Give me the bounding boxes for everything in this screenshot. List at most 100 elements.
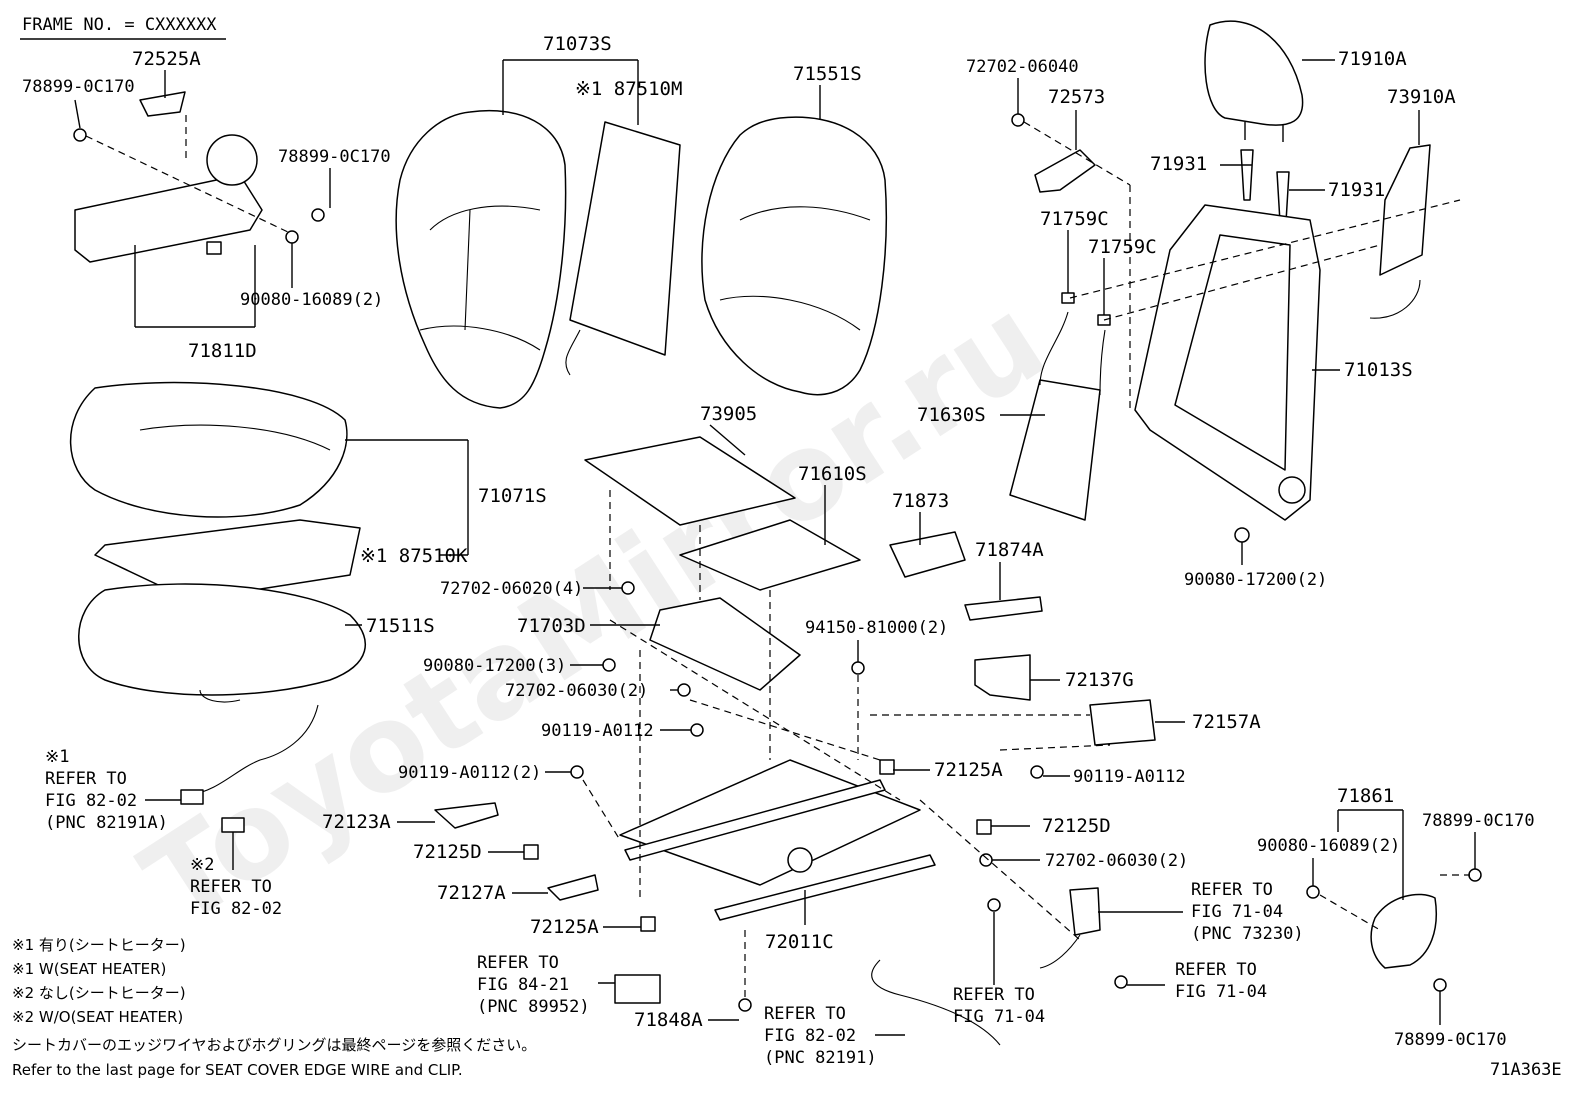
headrest-guide-right-shape [1276, 171, 1290, 223]
part-label-71759C-b: 71759C [1088, 236, 1157, 258]
part-label-72157A: 72157A [1192, 711, 1261, 733]
part-label-90119-A0112-c: 90119-A0112 [1073, 767, 1186, 787]
part-label-72702-06030-b: 72702-06030(2) [1045, 851, 1188, 871]
side-airbag-wire [1369, 279, 1421, 319]
refer-to-1: ※1 REFER TO FIG 82-02 (PNC 82191A) [45, 747, 168, 833]
part-label-94150-81000: 94150-81000(2) [805, 618, 948, 638]
seat-back-wire-bracket-shape [1034, 149, 1096, 193]
cushion-shield-inner-shape [889, 531, 966, 578]
part-label-71874A: 71874A [975, 539, 1044, 561]
part-label-78899-0C170-b: 78899-0C170 [278, 147, 391, 167]
part-label-71931-a: 71931 [1150, 153, 1207, 175]
seatbelt-buckle-shape [1069, 887, 1101, 936]
seat-back-frame-shape [1134, 204, 1321, 521]
cushion-frame-bracket-shape [649, 597, 801, 691]
refer-to-3: REFER TO FIG 84-21 (PNC 89952) [477, 953, 590, 1017]
part-label-78899-0C170-a: 78899-0C170 [22, 77, 135, 97]
svg-text:REFER TO: REFER TO [45, 769, 127, 789]
cushion-shield-cover-shape [964, 596, 1043, 621]
part-label-72127A: 72127A [437, 882, 506, 904]
seat-cushion-pad-shape [78, 583, 366, 703]
note-edge-wire-jp: シートカバーのエッジワイヤおよびホグリングは最終ページを参照ください。 [12, 1036, 536, 1054]
part-label-72702-06020: 72702-06020(4) [440, 579, 583, 599]
leader-lines [74, 59, 1476, 1036]
refer-to-5: REFER TO FIG 71-04 [953, 985, 1045, 1027]
part-label-71811D: 71811D [188, 340, 257, 362]
svg-text:REFER TO: REFER TO [190, 877, 272, 897]
part-label-90119-A0112-a: 90119-A0112 [541, 721, 654, 741]
seat-back-cover-shape [395, 109, 567, 409]
svg-text:REFER TO: REFER TO [764, 1004, 846, 1024]
svg-text:FIG 82-02: FIG 82-02 [764, 1026, 856, 1046]
headrest-shape [1204, 20, 1304, 142]
part-label-90080-16089-a: 90080-16089(2) [240, 290, 383, 310]
part-label-72125A-b: 72125A [530, 916, 599, 938]
part-label-72573: 72573 [1048, 86, 1105, 108]
part-label-71073S: 71073S [543, 33, 612, 55]
svg-text:FIG 71-04: FIG 71-04 [953, 1007, 1045, 1027]
part-label-78899-0C170-c: 78899-0C170 [1422, 811, 1535, 831]
part-label-72525A: 72525A [132, 48, 201, 70]
cushion-heater-shape [94, 519, 361, 601]
svg-text:FIG 71-04: FIG 71-04 [1175, 982, 1267, 1002]
back-heater-wire [565, 329, 581, 376]
refer-to-7: REFER TO FIG 71-04 [1175, 960, 1267, 1002]
hinge-cover-shape [74, 91, 263, 263]
adjuster-cover-1-shape [434, 802, 499, 829]
part-label-73910A: 73910A [1387, 86, 1456, 108]
part-label-71873: 71873 [892, 490, 949, 512]
recliner-cover-shape [1089, 699, 1156, 746]
svg-text:※2: ※2 [190, 855, 214, 875]
side-airbag-shape [1379, 144, 1431, 276]
side-cover-shape [1370, 893, 1437, 969]
svg-text:(PNC 82191): (PNC 82191) [764, 1048, 877, 1068]
part-label-72137G: 72137G [1065, 669, 1134, 691]
cushion-spring-shape [679, 519, 861, 591]
part-label-90080-17200-a: 90080-17200(3) [423, 656, 566, 676]
part-label-72125D-a: 72125D [413, 841, 482, 863]
part-label-71703D: 71703D [517, 615, 586, 637]
part-label-87510M: ※1 87510M [575, 78, 682, 100]
diagram-code: 71A363E [1490, 1060, 1562, 1080]
back-heater-shape [569, 121, 681, 356]
note-edge-wire-en: Refer to the last page for SEAT COVER ED… [12, 1061, 463, 1079]
part-label-72123A: 72123A [322, 811, 391, 833]
seatbelt-buckle-wire [1039, 934, 1081, 969]
svg-text:FIG 84-21: FIG 84-21 [477, 975, 569, 995]
refer-to-4: REFER TO FIG 82-02 (PNC 82191) [764, 1004, 877, 1068]
headrest-guide-left-shape [1240, 149, 1254, 201]
svg-text:FIG 82-02: FIG 82-02 [45, 791, 137, 811]
heater-connector-2 [221, 817, 245, 833]
part-label-71931-b: 71931 [1328, 179, 1385, 201]
part-label-72125A-a: 72125A [934, 759, 1003, 781]
note-seat-heater-jp: ※1 有り(シートヒーター) [12, 936, 186, 954]
svg-text:REFER TO: REFER TO [1175, 960, 1257, 980]
part-label-72125D-b: 72125D [1042, 815, 1111, 837]
svg-text:FIG 71-04: FIG 71-04 [1191, 902, 1283, 922]
track-cover-shape [974, 654, 1031, 701]
part-label-72011C: 72011C [765, 931, 834, 953]
part-label-90119-A0112-b: 90119-A0112(2) [398, 763, 541, 783]
svg-text:(PNC 89952): (PNC 89952) [477, 997, 590, 1017]
refer-to-2: ※2 REFER TO FIG 82-02 [190, 855, 282, 919]
part-label-71013S: 71013S [1344, 359, 1413, 381]
part-label-71610S: 71610S [798, 463, 867, 485]
seat-back-pad-shape [701, 116, 887, 396]
part-label-71861: 71861 [1337, 785, 1394, 807]
wire-harness [871, 959, 1001, 1046]
part-label-90080-16089-c: 90080-16089(2) [1257, 836, 1400, 856]
seat-cushion-pan-shape [584, 436, 796, 526]
svg-text:(PNC 73230): (PNC 73230) [1191, 924, 1304, 944]
part-label-71511S: 71511S [366, 615, 435, 637]
part-label-71910A: 71910A [1338, 48, 1407, 70]
part-label-71551S: 71551S [793, 63, 862, 85]
part-label-72702-06040: 72702-06040 [966, 57, 1079, 77]
part-label-73905: 73905 [700, 403, 757, 425]
occupant-sensor-ecu-shape [614, 974, 661, 1004]
note-no-seat-heater-en: ※2 W/O(SEAT HEATER) [12, 1008, 183, 1026]
cushion-heater-cable [189, 704, 319, 796]
part-label-71071S: 71071S [478, 485, 547, 507]
seat-cushion-cover-shape [69, 381, 348, 518]
part-label-71759C-a: 71759C [1040, 208, 1109, 230]
